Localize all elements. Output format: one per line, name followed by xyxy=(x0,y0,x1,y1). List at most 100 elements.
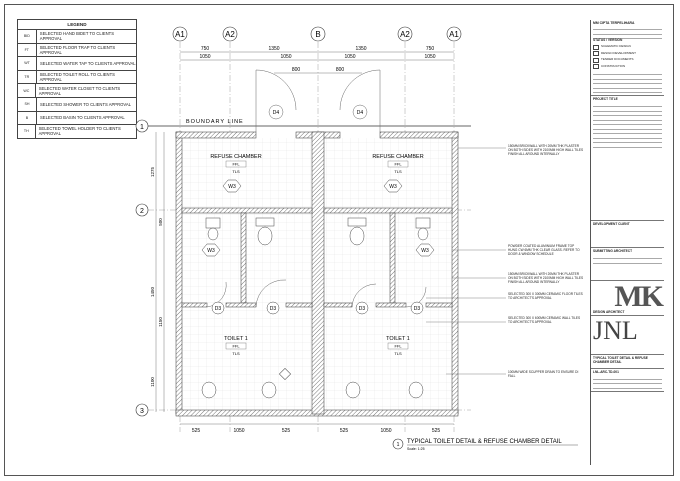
legend-code: TR xyxy=(18,70,37,84)
top-dimensions: 750 1350 1350 750 1050 1050 1050 1050 80… xyxy=(180,46,454,74)
room-ffl-4: FFL xyxy=(394,344,402,349)
note-2: POWDER COATED ALUMINIUM FRAME TOP HUNG C… xyxy=(508,244,580,256)
room-lvl-1: TLS xyxy=(232,169,240,174)
window-tag-1: W3 xyxy=(228,184,236,190)
grid-col-4: A2 xyxy=(400,30,410,39)
firm-name: MM CIPTA TERPELIHARA xyxy=(593,21,635,25)
dim-top-1: 750 xyxy=(201,46,210,52)
room-ffl-1: FFL xyxy=(232,162,240,167)
dim-mid-1: 1050 xyxy=(199,54,210,60)
window-tag-2: W3 xyxy=(389,184,397,190)
design-architect: DESIGN ARCHITECT xyxy=(593,310,625,315)
dim-top-3: 1350 xyxy=(355,46,366,52)
room-name-1: REFUSE CHAMBER xyxy=(210,154,261,160)
dim-left-2: 500 xyxy=(158,218,163,226)
dim-bottom-4: 525 xyxy=(340,428,349,434)
grid-col-2: A2 xyxy=(225,30,235,39)
status-option: SCHEMATIC DESIGN xyxy=(593,44,662,50)
status-option: CONSTRUCTION xyxy=(593,63,662,70)
status-label: DESIGN DEVELOPMENT xyxy=(601,50,637,55)
legend-text: SELECTED HAND BIDET TO CLIENTS APPROVAL xyxy=(39,31,115,42)
door-tag-1: D4 xyxy=(273,110,280,116)
development-client: DEVELOPMENT CLIENT xyxy=(593,222,630,227)
checkbox-icon xyxy=(593,64,599,70)
checkbox-icon xyxy=(593,57,599,63)
checkbox-icon xyxy=(593,44,599,50)
dim-mid-4: 1050 xyxy=(424,54,435,60)
legend-text: SELECTED TOILET ROLL TO CLIENTS APPROVAL xyxy=(39,72,115,83)
plan-svg: A1 A2 B A2 A1 750 1350 1350 750 1050 105… xyxy=(135,26,578,451)
grid-row-3: 3 xyxy=(140,408,144,415)
caption-scale: Scale: 1:25 xyxy=(407,447,425,451)
legend-text: SELECTED BASIN TO CLIENTS APPROVAL xyxy=(40,115,125,121)
drawing-sheet xyxy=(4,4,674,476)
window-tag-4: W3 xyxy=(421,248,429,254)
room-ffl-2: FFL xyxy=(394,162,402,167)
checkbox-icon xyxy=(593,51,599,57)
grid-col-5: A1 xyxy=(449,30,459,39)
dim-left-4: 1150 xyxy=(158,317,163,327)
dim-bottom-5: 1050 xyxy=(380,428,391,434)
legend-code: BID xyxy=(18,30,37,43)
logo-mk: MK xyxy=(614,280,664,314)
grid-row-1: 1 xyxy=(140,124,144,131)
dim-top-2: 1350 xyxy=(268,46,279,52)
status-label: TENDER DOCUMENTS xyxy=(601,57,634,62)
door-tag-3: D3 xyxy=(215,306,222,312)
room-name-2: REFUSE CHAMBER xyxy=(372,154,423,160)
project-title-heading: PROJECT TITLE xyxy=(593,97,618,102)
dim-bottom-3: 525 xyxy=(282,428,291,434)
door-tag-5: D3 xyxy=(359,306,366,312)
dim-bottom-2: 1050 xyxy=(233,428,244,434)
note-6: 100mm WIDE SCUPPER DRAIN TO ENSURE DI FA… xyxy=(508,370,579,378)
status-option: TENDER DOCUMENTS xyxy=(593,57,662,63)
legend-text: SELECTED TOWEL HOLDER TO CLIENTS APPROVA… xyxy=(38,126,121,137)
lower-doors xyxy=(206,279,427,308)
room-ffl-3: FFL xyxy=(232,344,240,349)
dim-mid-2: 1050 xyxy=(280,54,291,60)
room-name-3: TOILET 1 xyxy=(224,336,248,342)
grid-col-3: B xyxy=(315,30,320,39)
status-label: SCHEMATIC DESIGN xyxy=(601,44,631,49)
dim-left-3: 1450 xyxy=(150,286,155,297)
legend-code: TH xyxy=(18,125,36,138)
legend-code: SH xyxy=(18,97,37,111)
dim-mid-3: 1050 xyxy=(344,54,355,60)
drawing-number: LNL-ARC-TD-001 xyxy=(593,369,619,374)
toilet-fixtures xyxy=(201,217,431,399)
walls xyxy=(175,131,459,417)
dim-door-2: 800 xyxy=(336,67,345,73)
submitting-architect: SUBMITTING ARCHITECT xyxy=(593,249,633,254)
top-doors xyxy=(255,69,381,132)
logo-jnl: JNL xyxy=(593,316,638,346)
grid-row-2: 2 xyxy=(140,208,144,215)
room-name-4: TOILET 1 xyxy=(386,336,410,342)
room-lvl-2: TLS xyxy=(394,169,402,174)
legend-code: WC xyxy=(18,84,36,97)
dim-bottom-1: 525 xyxy=(192,428,201,434)
status-label: CONSTRUCTION xyxy=(601,63,626,68)
room-lvl-4: TLS xyxy=(394,351,402,356)
title-block: MM CIPTA TERPELIHARA STATUS / VERSION SC… xyxy=(590,20,664,465)
note-4: SELECTED 300 X 300MM CERAMIC FLOOR TILES… xyxy=(508,292,583,300)
door-tag-2: D4 xyxy=(357,110,364,116)
room-lvl-3: TLS xyxy=(232,351,240,356)
note-5: SELECTED 300 X 600MM CERAMIC WALL TILES … xyxy=(508,316,581,324)
legend-text: SELECTED WATER TAP TO CLIENTS APPROVAL xyxy=(40,60,136,66)
caption-title: TYPICAL TOILET DETAIL & REFUSE CHAMBER D… xyxy=(407,439,562,445)
legend-text: SELECTED WATER CLOSET TO CLIENTS APPROVA… xyxy=(38,85,121,96)
dim-bottom-6: 525 xyxy=(432,428,441,434)
drawing-title: TYPICAL TOILET DETAIL & REFUSE CHAMBER D… xyxy=(593,356,648,364)
caption-number: 1 xyxy=(397,442,400,448)
legend-code: FT xyxy=(18,43,37,57)
left-dimensions: 1275 500 1450 1150 1100 xyxy=(150,132,165,412)
legend-title: LEGEND xyxy=(18,20,136,30)
